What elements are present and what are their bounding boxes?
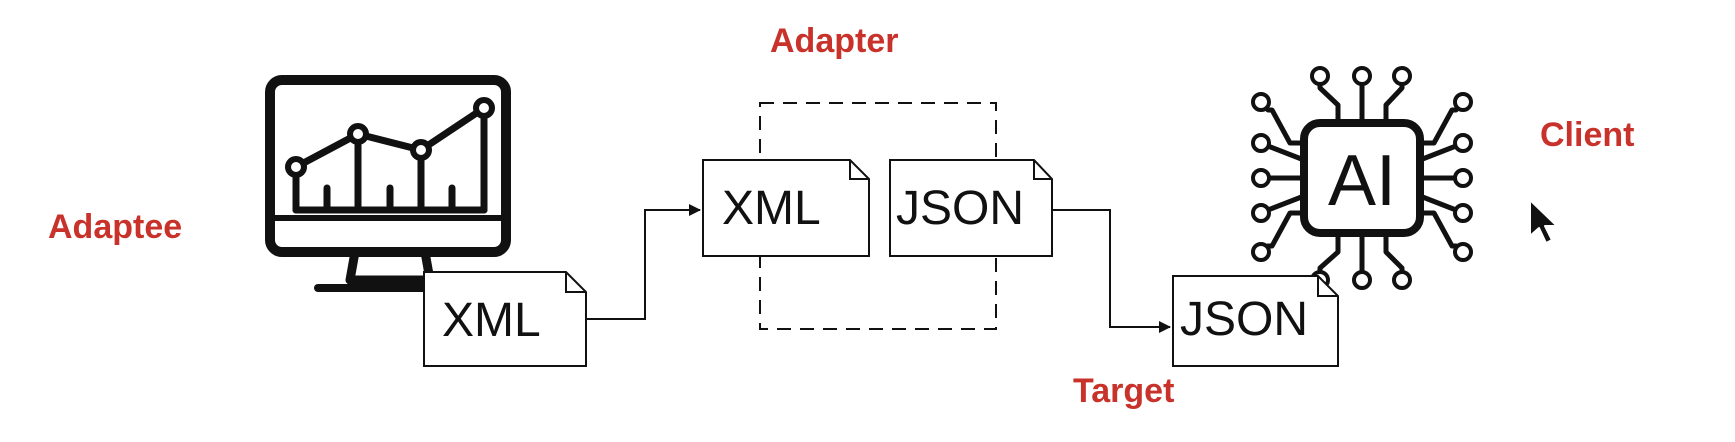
adaptee-doc-label: XML xyxy=(442,294,541,347)
connector-adaptee-to-adapter xyxy=(586,204,701,320)
adapter-output-json-document: JSON xyxy=(889,159,1053,257)
monitor-chart-icon xyxy=(265,75,511,292)
adapter-input-doc-label: XML xyxy=(722,182,821,235)
adaptee-xml-document: XML xyxy=(423,271,587,367)
ai-chip-label: AI xyxy=(1328,141,1396,221)
target-label: Target xyxy=(1073,372,1174,410)
target-json-document: JSON xyxy=(1172,275,1339,367)
client-label: Client xyxy=(1540,116,1634,154)
connector-adapter-to-target xyxy=(1052,209,1171,333)
adapter-label: Adapter xyxy=(770,22,898,60)
adapter-output-doc-label: JSON xyxy=(896,182,1024,235)
target-doc-label: JSON xyxy=(1180,293,1308,346)
adapter-input-xml-document: XML xyxy=(702,159,870,257)
mouse-cursor-icon xyxy=(1529,199,1558,244)
adaptee-label: Adaptee xyxy=(48,208,182,246)
